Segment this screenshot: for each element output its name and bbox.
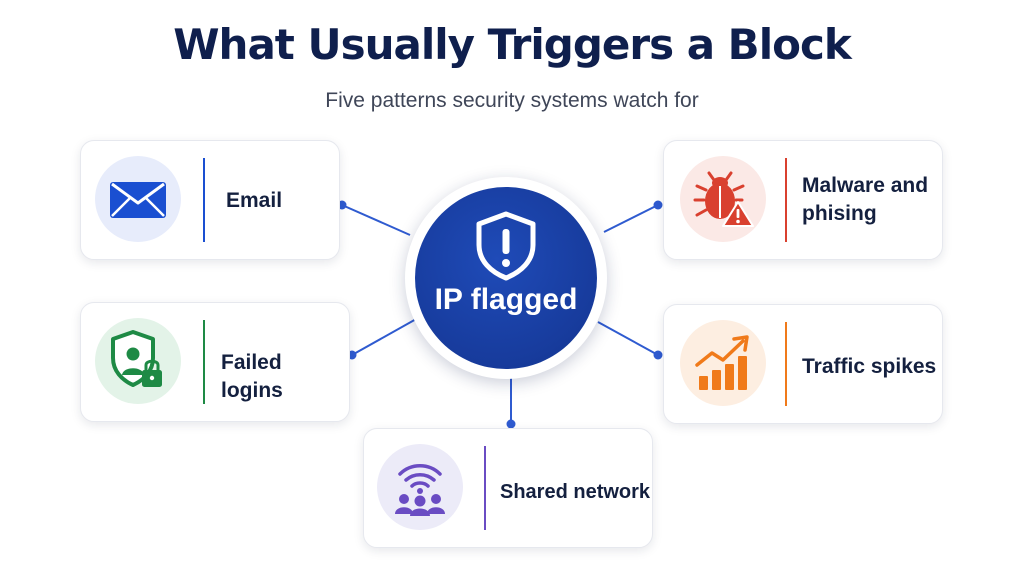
node-label-traffic-spikes: Traffic spikes bbox=[802, 355, 937, 378]
shield-user-lock-icon bbox=[111, 330, 162, 387]
node-label-shared-network: Shared network bbox=[500, 481, 651, 503]
bug-warning-icon bbox=[693, 171, 754, 227]
page-title: What Usually Triggers a Block bbox=[173, 20, 852, 69]
shield-alert-icon bbox=[476, 211, 536, 281]
card-divider bbox=[785, 158, 787, 242]
wifi-group-icon bbox=[395, 464, 445, 516]
node-label-failed-logins: Failed logins bbox=[221, 351, 283, 402]
card-email: Email bbox=[80, 140, 340, 260]
shield-user-lock-icon-circle bbox=[95, 318, 181, 404]
envelope-icon-circle bbox=[95, 156, 181, 242]
connector-dot-malware bbox=[653, 200, 663, 210]
page-subtitle: Five patterns security systems watch for bbox=[325, 89, 699, 112]
connector-email bbox=[341, 204, 411, 236]
card-malware: Malware and phising bbox=[663, 140, 943, 260]
node-label-malware: Malware and phising bbox=[802, 174, 929, 225]
connector-failed-logins bbox=[351, 317, 419, 356]
rising-chart-icon bbox=[695, 335, 749, 390]
node-label-email: Email bbox=[226, 189, 283, 212]
envelope-icon bbox=[110, 182, 166, 218]
card-divider bbox=[484, 446, 486, 530]
connector-malware bbox=[603, 204, 659, 233]
rising-chart-icon-circle bbox=[680, 320, 766, 406]
card-divider bbox=[203, 320, 205, 404]
hub-label: IP flagged bbox=[434, 283, 578, 316]
hub-circle: IP flagged bbox=[415, 187, 597, 369]
card-divider bbox=[203, 158, 205, 242]
card-divider bbox=[785, 322, 787, 406]
card-failed-logins: Failed logins bbox=[80, 302, 350, 422]
connector-dot-traffic bbox=[653, 350, 663, 360]
connector-dot-shared-network bbox=[506, 419, 516, 429]
wifi-group-icon-circle bbox=[377, 444, 463, 530]
bug-warning-icon-circle bbox=[680, 156, 766, 242]
card-traffic-spikes: Traffic spikes bbox=[663, 304, 943, 424]
card-shared-network: Shared network bbox=[363, 428, 653, 548]
connector-traffic bbox=[597, 321, 659, 356]
